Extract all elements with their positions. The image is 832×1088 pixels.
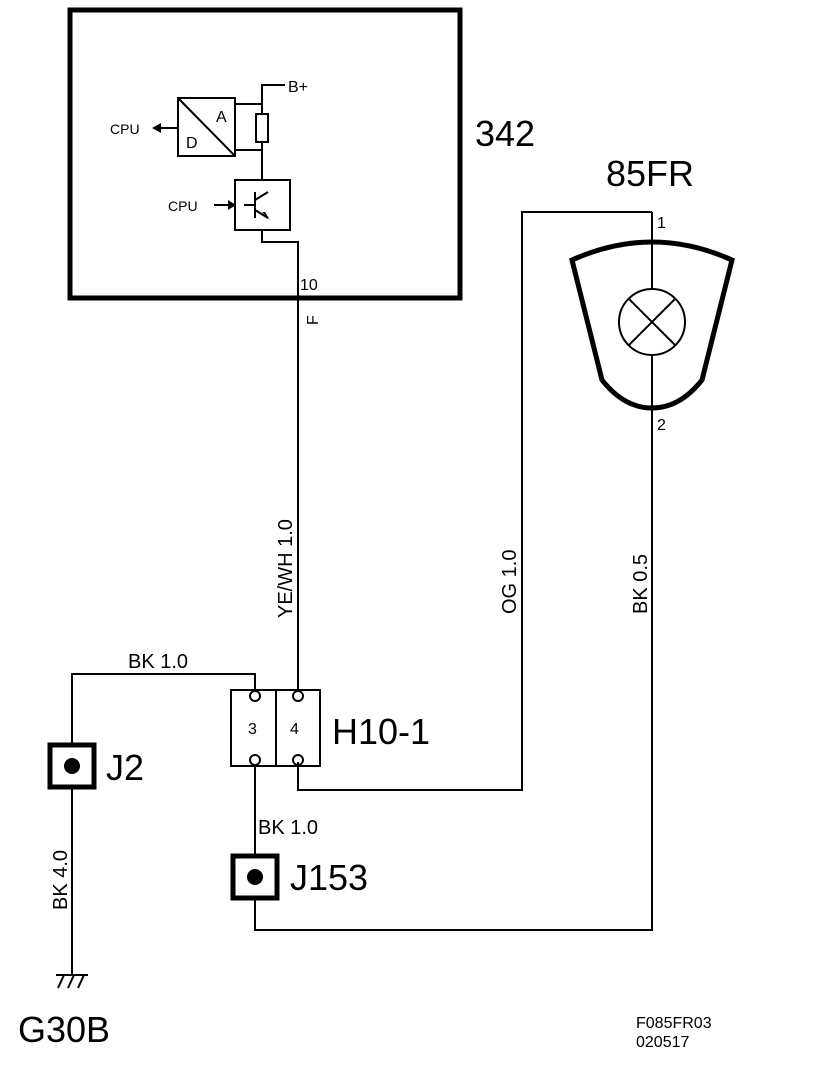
control-unit-box — [67, 7, 463, 301]
splice-dot-icon — [247, 869, 263, 885]
wire-bk-top — [71, 673, 256, 745]
connector-pin-3: 3 — [248, 721, 257, 738]
lamp-85fr: 85FR 1 2 — [569, 153, 735, 434]
wire-bk-40-label: BK 4.0 — [50, 850, 72, 910]
wire-og — [297, 211, 652, 791]
ground-g30b: G30B — [18, 974, 110, 1050]
lamp-pin-1: 1 — [657, 215, 666, 232]
splice-j2: J2 — [47, 742, 144, 790]
connector-h10-1: 3 4 H10-1 — [230, 689, 430, 767]
cpu-output-label: CPU — [110, 121, 140, 137]
lamp-pin-2: 2 — [657, 417, 666, 434]
connector-pin-4: 4 — [290, 721, 299, 738]
transistor-driver — [234, 179, 291, 231]
wire-bk-05 — [254, 408, 653, 931]
wire-og-label: OG 1.0 — [499, 550, 521, 614]
converter-a-label: A — [216, 109, 227, 126]
ground-label: G30B — [18, 1009, 110, 1050]
figure-date: 020517 — [636, 1034, 689, 1051]
wire-bk-05-label: BK 0.5 — [630, 554, 652, 614]
splice-j153-label: J153 — [290, 857, 368, 898]
resistor-icon — [255, 113, 269, 143]
arrow-left-icon — [152, 123, 161, 133]
cpu-input-label: CPU — [168, 198, 198, 214]
pin-10-label: 10 — [300, 277, 318, 294]
wire-ye-wh-label: YE/WH 1.0 — [275, 519, 297, 618]
wire-bk-j153-label: BK 1.0 — [258, 817, 318, 839]
lamp-housing — [569, 239, 735, 411]
figure-code: F085FR03 — [636, 1015, 712, 1032]
connector-label: H10-1 — [332, 711, 430, 752]
lamp-label: 85FR — [606, 153, 694, 194]
splice-j2-label: J2 — [106, 747, 144, 788]
splice-j153: J153 — [230, 853, 368, 901]
arrow-right-icon — [228, 200, 236, 210]
transistor-icon — [262, 212, 270, 220]
converter-d-label: D — [186, 135, 198, 152]
control-unit-label: 342 — [475, 113, 535, 154]
control-unit-342: A D CPU B+ CPU 10 342 F — [67, 7, 535, 325]
b-plus-label: B+ — [288, 79, 308, 96]
pin-f-label: F — [305, 315, 322, 325]
splice-dot-icon — [64, 758, 80, 774]
splice-j153-box — [230, 853, 280, 901]
wire-bk-top-label: BK 1.0 — [128, 651, 188, 673]
